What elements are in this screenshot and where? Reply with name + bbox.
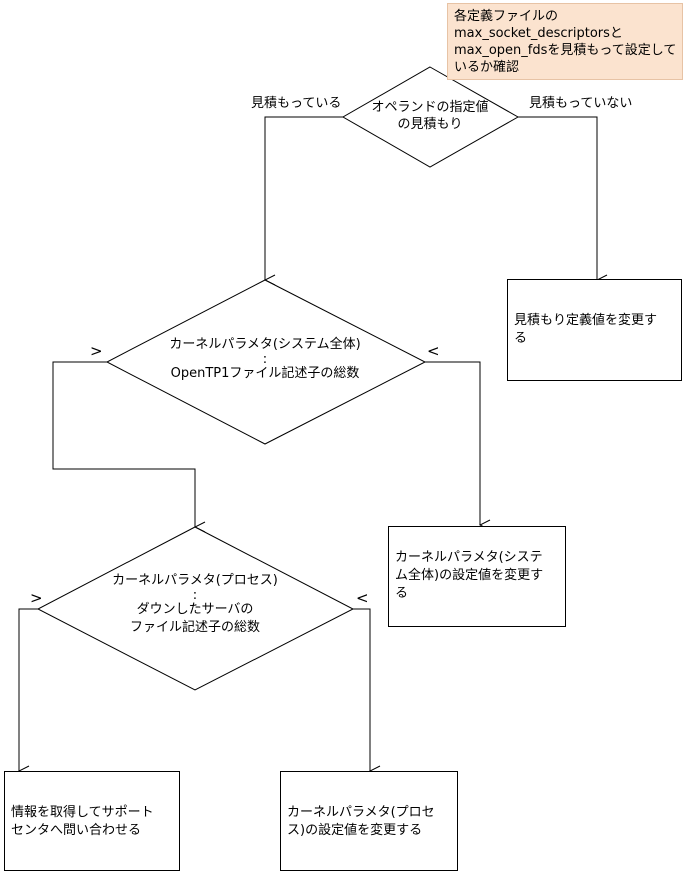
box-change-process-kernel: カーネルパラメタ(プロセ ス)の設定値を変更する [280, 771, 458, 871]
box-change-system-kernel: カーネルパラメタ(システ ム全体)の設定値を変更す る [388, 526, 566, 627]
box-line: 情報を取得してサポート [11, 805, 154, 820]
box-change-estimate: 見積もり定義値を変更す る [507, 279, 682, 381]
decision-line: : [192, 588, 198, 603]
branch-label-system-less: < [427, 342, 440, 360]
box-contact-support: 情報を取得してサポート センタへ問い合わせる [4, 771, 180, 871]
box-line: る [514, 331, 528, 346]
connector-system-greater [52, 361, 195, 527]
decision-line: OpenTP1ファイル記述子の総数 [170, 366, 360, 381]
branch-label-system-greater: > [90, 342, 103, 360]
note-line: max_open_fdsを見積もって設定して [454, 43, 677, 58]
branch-label-estimated: 見積もっている [251, 96, 342, 111]
decision-line: カーネルパラメタ(プロセス) [112, 573, 278, 588]
branch-label-process-less: < [356, 589, 369, 607]
decision-line: オペランドの指定値 [371, 100, 489, 115]
box-line: センタへ問い合わせる [11, 823, 142, 838]
box-line: ム全体)の設定値を変更す [395, 568, 544, 583]
decision-line: の見積もり [397, 117, 463, 132]
box-line: 見積もり定義値を変更す [514, 313, 658, 328]
decision-line: ダウンしたサーバの [136, 602, 254, 617]
connector-process-greater [19, 608, 38, 771]
branch-label-not-estimated: 見積もっていない [529, 96, 633, 111]
box-line: る [395, 586, 409, 601]
note-line: いるか確認 [454, 60, 520, 75]
connector-process-less [353, 608, 370, 771]
decision-system-kernel-label: カーネルパラメタ(システム全体) : OpenTP1ファイル記述子の総数 [145, 336, 385, 383]
decision-line: カーネルパラメタ(システム全体) [169, 337, 361, 352]
decision-line: ファイル記述子の総数 [129, 620, 260, 635]
connector-not-estimated [518, 116, 597, 280]
box-line: ス)の設定値を変更する [287, 823, 423, 838]
decision-process-kernel-label: カーネルパラメタ(プロセス) : ダウンしたサーバの ファイル記述子の総数 [85, 572, 305, 637]
note-line: max_socket_descriptorsと [454, 26, 623, 41]
decision-operand-estimate-label: オペランドの指定値 の見積もり [355, 99, 505, 133]
connector-system-less [425, 361, 480, 525]
note-line: 各定義ファイルの [454, 9, 559, 24]
box-line: カーネルパラメタ(プロセ [287, 805, 435, 820]
decision-line: : [262, 352, 268, 367]
note-check-definitions: 各定義ファイルの max_socket_descriptorsと max_ope… [447, 3, 683, 80]
decision-operand-estimate [341, 66, 520, 168]
branch-label-process-greater: > [30, 589, 43, 607]
box-line: カーネルパラメタ(システ [395, 550, 543, 565]
decision-process-kernel [36, 526, 355, 691]
decision-system-kernel [105, 279, 427, 445]
connector-estimated [265, 116, 343, 280]
